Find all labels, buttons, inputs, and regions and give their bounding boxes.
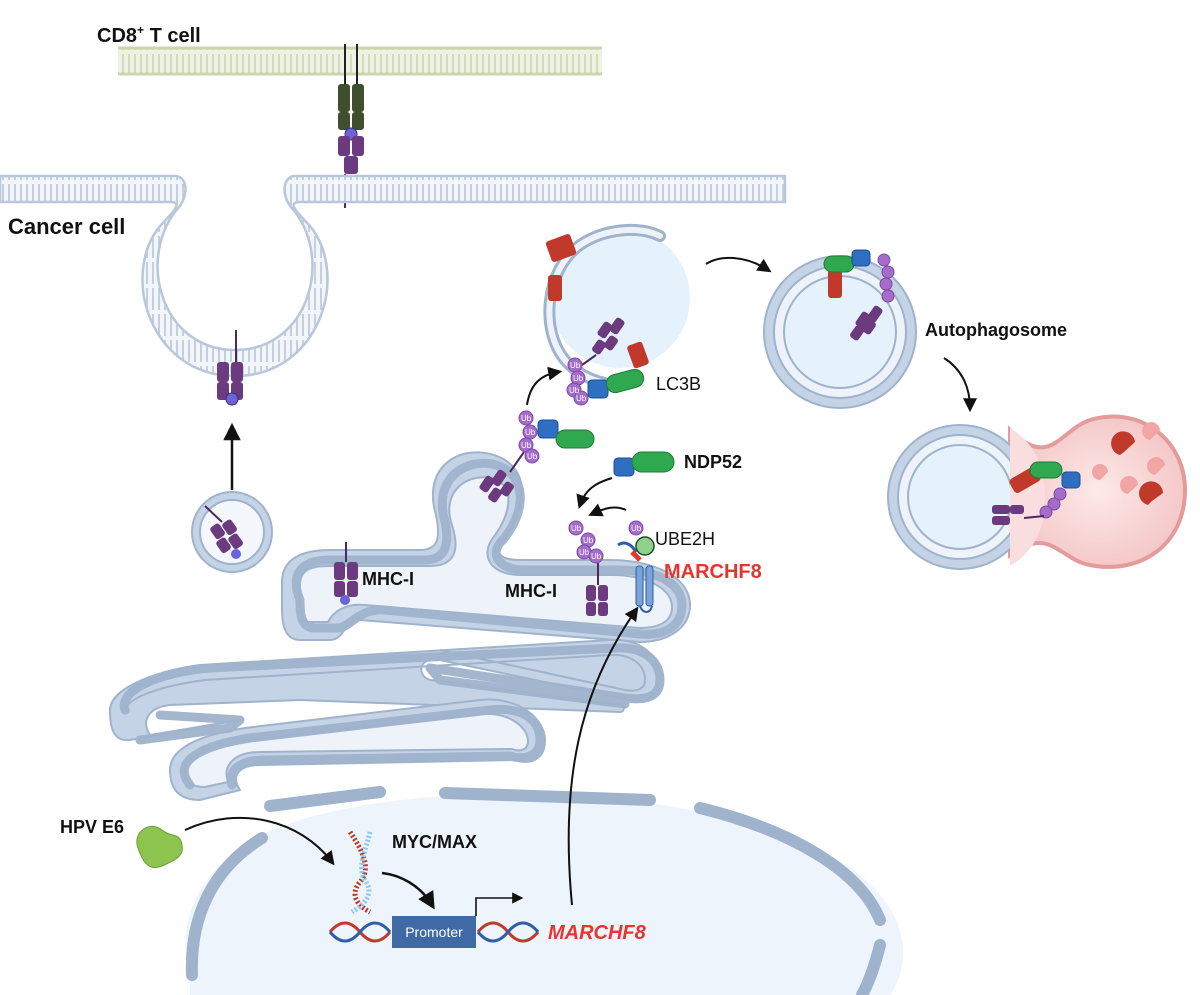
ube2h-icon (635, 536, 655, 556)
mhc1-label-b: MHC-I (505, 581, 557, 601)
tcell-membrane (118, 46, 602, 76)
arrow-gene-to-protein (567, 606, 639, 906)
marchf8-protein-label: MARCHF8 (664, 561, 762, 583)
mhc1-surface (217, 330, 243, 406)
tcell-label: CD8+ T cell (97, 23, 201, 47)
tcr-complex (338, 44, 364, 208)
autophagosome (763, 249, 917, 409)
arrow-myc-to-promoter (381, 871, 435, 910)
arrow-ndp52-to-ub (576, 477, 613, 509)
marchf8-gene-label: MARCHF8 (548, 922, 647, 944)
mhc1-label-a: MHC-I (362, 569, 414, 589)
dna-strand (328, 921, 540, 943)
arrow-bud-to-phagophore (526, 366, 563, 406)
svg-text:Ub: Ub (631, 524, 642, 533)
myc-max-icon (347, 830, 373, 915)
svg-text:Ub: Ub (591, 552, 602, 561)
svg-text:Ub: Ub (583, 536, 594, 545)
svg-text:Ub: Ub (521, 414, 532, 423)
mhc1-er (334, 542, 358, 605)
transport-vesicle (191, 491, 273, 573)
phagophore: Ub Ub Ub Ub (543, 223, 690, 406)
autophagosome-label: Autophagosome (925, 320, 1067, 340)
svg-text:Ub: Ub (521, 441, 532, 450)
hpv-e6-label: HPV E6 (60, 817, 124, 837)
arrow-to-autolysosome (943, 357, 977, 413)
myc-max-label: MYC/MAX (392, 832, 477, 852)
svg-text:Ub: Ub (576, 394, 587, 403)
svg-text:Ub: Ub (570, 361, 581, 370)
arrow-e6-to-myc (184, 816, 335, 866)
svg-text:Ub: Ub (569, 386, 580, 395)
mhc1-er-right (586, 563, 608, 616)
hpv-e6-icon (136, 825, 183, 868)
svg-text:Ub: Ub (525, 428, 536, 437)
marchf8-protein-icon (617, 541, 654, 613)
ndp52-bud (537, 419, 595, 449)
lc3b-label: LC3B (656, 374, 701, 394)
svg-text:Ub: Ub (571, 524, 582, 533)
svg-text:Ub: Ub (579, 548, 590, 557)
mhc1-bud (479, 451, 525, 503)
promoter-box (392, 916, 476, 948)
cancer-cell-label: Cancer cell (8, 214, 125, 239)
ndp52-label: NDP52 (684, 452, 742, 472)
ub-chain-er: Ub Ub Ub Ub Ub (568, 520, 644, 564)
cancer-cell-membrane (0, 174, 787, 378)
arrow-to-autophagosome (705, 256, 772, 273)
autolysosome (887, 414, 1188, 570)
promoter-label: Promoter (405, 924, 463, 940)
er-overlay (119, 458, 687, 790)
nucleus (185, 786, 904, 995)
svg-text:Ub: Ub (573, 374, 584, 383)
ube2h-label: UBE2H (655, 529, 715, 549)
arrow-ube2h-to-ub (588, 503, 627, 517)
ub-chain-bud: Ub Ub Ub Ub (518, 410, 540, 464)
ndp52-free (613, 451, 675, 477)
arrow-transcription (475, 892, 524, 916)
svg-text:Ub: Ub (527, 452, 538, 461)
